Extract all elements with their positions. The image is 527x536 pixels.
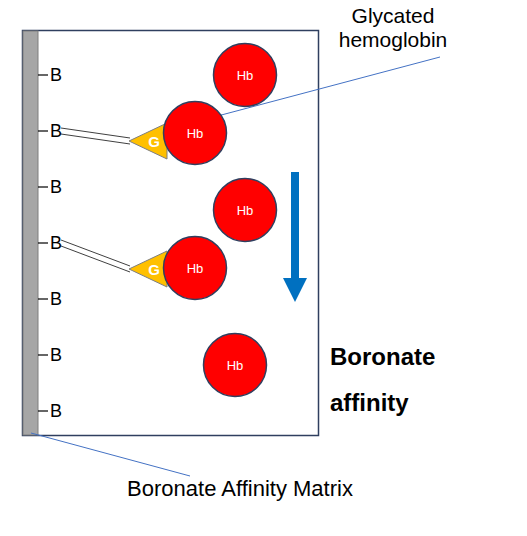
glucose-triangle: G	[128, 250, 168, 288]
triangle-shape	[128, 250, 168, 288]
boronate-symbol: B	[50, 344, 70, 366]
hemoglobin-label: Hb	[237, 68, 254, 83]
hemoglobin-label: Hb	[237, 203, 254, 218]
hemoglobin-label: Hb	[187, 126, 204, 141]
boronate-symbol: B	[50, 288, 70, 310]
matrix-label: Boronate Affinity Matrix	[70, 476, 410, 502]
leader-line	[31, 433, 190, 476]
boronate-symbol: B	[50, 400, 70, 422]
hemoglobin-circle: Hb	[162, 100, 228, 166]
binding-lines	[61, 128, 130, 272]
callout-label: Glycated hemoglobin	[318, 4, 468, 52]
glucose-label: G	[148, 133, 160, 150]
affinity-matrix-bar	[23, 31, 38, 435]
boronate-symbol: B	[50, 232, 70, 254]
hemoglobin-circle: Hb	[212, 42, 278, 108]
hemoglobin-circle: Hb	[212, 177, 278, 243]
column-outline	[23, 31, 319, 436]
hemoglobin-label: Hb	[227, 358, 244, 373]
hemoglobin-circle: Hb	[202, 332, 268, 398]
method-label: Boronate affinity	[330, 334, 480, 426]
boronate-ticks	[38, 75, 48, 411]
glucose-label: G	[148, 261, 160, 278]
boronate-symbol: B	[50, 64, 70, 86]
triangle-shape	[128, 122, 168, 160]
boronate-symbol: B	[50, 176, 70, 198]
boronate-symbol: B	[50, 120, 70, 142]
flow-arrow	[283, 172, 307, 302]
glucose-triangle: G	[128, 122, 168, 160]
hemoglobin-label: Hb	[187, 261, 204, 276]
hemoglobin-circle: Hb	[162, 235, 228, 301]
